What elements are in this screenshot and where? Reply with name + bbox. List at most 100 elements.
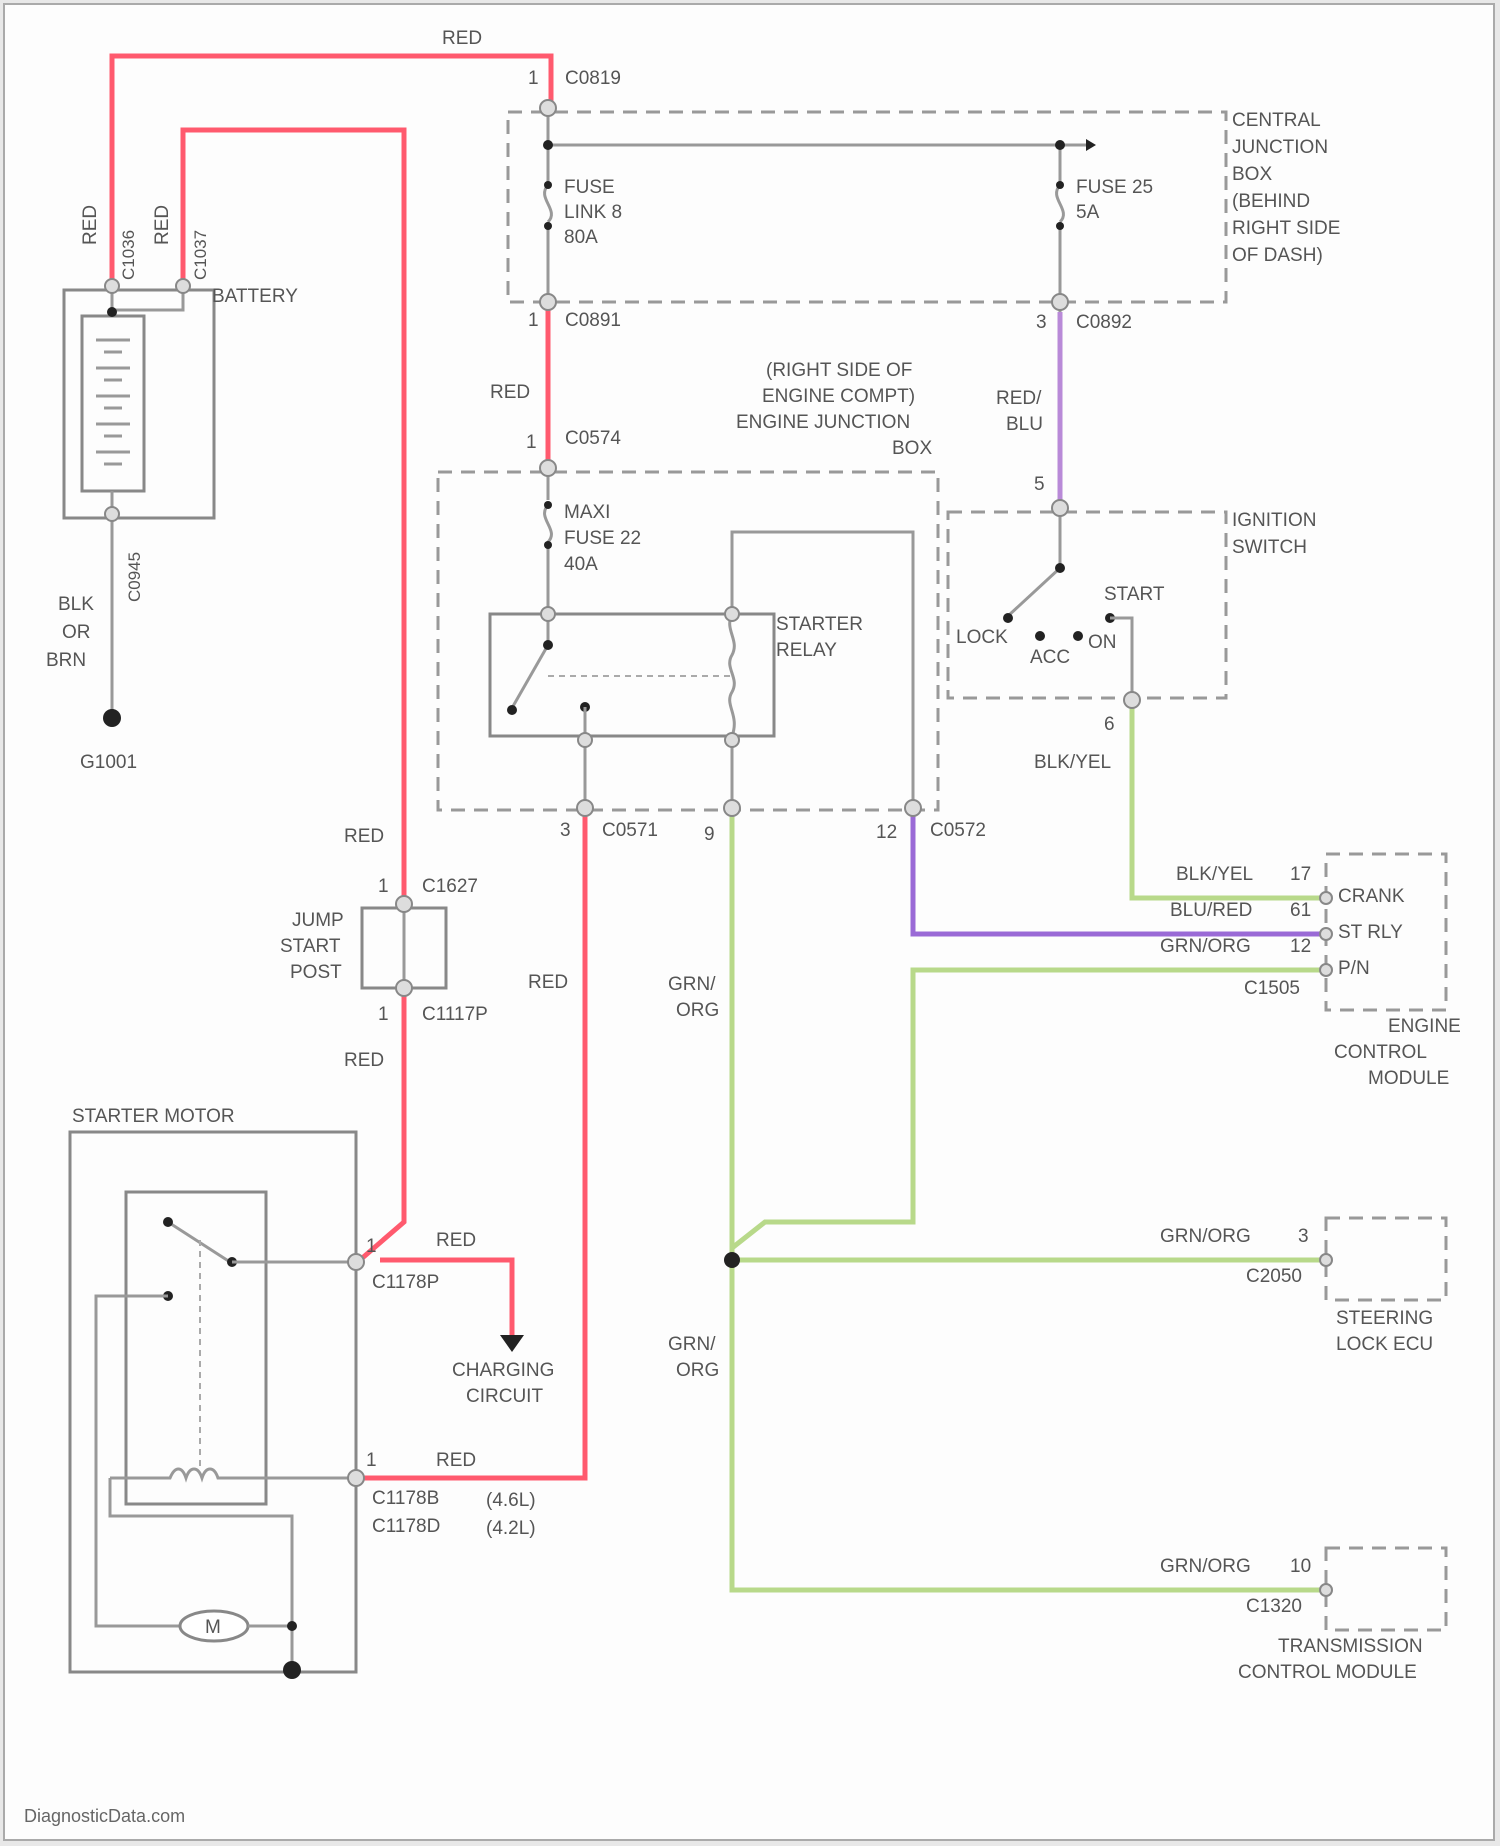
connector-c0945 — [105, 507, 119, 521]
wire-label-blk-yel: BLK/YEL — [1176, 864, 1253, 885]
connector-label-c1627: C1627 — [422, 876, 478, 897]
connector-c1178b — [348, 1470, 364, 1486]
pin-number: 1 — [378, 876, 389, 897]
jump-start-post-label-1: JUMP — [292, 910, 344, 931]
connector-c0892 — [1052, 294, 1068, 310]
relay-terminal — [725, 607, 739, 621]
pin-number: 3 — [560, 820, 571, 841]
engine-junction-box-label-4: BOX — [892, 438, 932, 459]
connector-label-c0571: C0571 — [602, 820, 658, 841]
ecm-crank-label: CRANK — [1338, 886, 1405, 907]
wire-label-red-blu-1: RED/ — [996, 388, 1042, 409]
pin-number: 1 — [366, 1236, 377, 1257]
central-junction-box-label-6: OF DASH) — [1232, 245, 1323, 266]
ignition-acc-label: ACC — [1030, 647, 1070, 668]
wire-label-grn-org-2a: GRN/ — [668, 1334, 716, 1355]
charging-circuit-label-1: CHARGING — [452, 1360, 554, 1381]
pin-number: 1 — [378, 1004, 389, 1025]
starter-motor-label: STARTER MOTOR — [72, 1106, 235, 1127]
fuse-terminal-dot — [544, 181, 552, 189]
ecm-label-2: CONTROL — [1334, 1042, 1427, 1063]
wire-label-red-blu-2: BLU — [1006, 414, 1043, 435]
footer-watermark: DiagnosticData.com — [24, 1806, 185, 1826]
motor-symbol-label: M — [205, 1617, 221, 1638]
ignition-switch-label-2: SWITCH — [1232, 537, 1307, 558]
pin-number: 1 — [528, 68, 539, 89]
connector-c0891 — [540, 294, 556, 310]
steering-lock-label-2: LOCK ECU — [1336, 1334, 1433, 1355]
connector-c1627 — [396, 896, 412, 912]
fuse-25-label-1: FUSE 25 — [1076, 177, 1153, 198]
starter-relay-label-1: STARTER — [776, 614, 863, 635]
pin-number: 1 — [528, 310, 539, 331]
fuse-terminal-dot — [1056, 222, 1064, 230]
connector-label-c0891: C0891 — [565, 310, 621, 331]
charging-circuit-label-2: CIRCUIT — [466, 1386, 543, 1407]
wire-label-red: RED — [490, 382, 530, 403]
ecm-pin-pn — [1320, 964, 1332, 976]
fuse-25-label-2: 5A — [1076, 202, 1100, 223]
connector-label-c1178p: C1178P — [372, 1272, 439, 1293]
wire-label-red: RED — [80, 205, 101, 245]
battery-label: BATTERY — [212, 286, 298, 307]
connector-label-c0574: C0574 — [565, 428, 621, 449]
maxi-fuse-label-1: MAXI — [564, 502, 610, 523]
pin-number: 1 — [366, 1450, 377, 1471]
ignition-start-label: START — [1104, 584, 1165, 605]
steering-lock-label-1: STEERING — [1336, 1308, 1433, 1329]
pin-number: 12 — [1290, 936, 1311, 957]
ignition-acc-contact — [1035, 631, 1045, 641]
ecm-label-1: ENGINE — [1388, 1016, 1461, 1037]
wire-label-grn-org-2b: ORG — [676, 1360, 719, 1381]
connector-label-c1037: C1037 — [191, 230, 210, 280]
wire-label-red: RED — [436, 1230, 476, 1251]
wire-label-red: RED — [344, 1050, 384, 1071]
wire-label-or: OR — [62, 622, 91, 643]
ignition-switch-pivot — [1055, 563, 1065, 573]
relay-terminal — [578, 733, 592, 747]
wire-label-red: RED — [152, 205, 173, 245]
connector-label-c0572: C0572 — [930, 820, 986, 841]
pin-number: 3 — [1036, 312, 1047, 333]
wire-label-red: RED — [442, 28, 482, 49]
ignition-on-contact — [1073, 631, 1083, 641]
wire-label-red: RED — [436, 1450, 476, 1471]
ignition-on-label: ON — [1088, 632, 1117, 653]
connector-c1036 — [105, 279, 119, 293]
relay-switch-pivot — [543, 640, 553, 650]
connector-c1037 — [176, 279, 190, 293]
fuse-link-label-1: FUSE — [564, 177, 615, 198]
wire-label-red: RED — [528, 972, 568, 993]
solenoid-switch-pivot — [163, 1217, 173, 1227]
fuse-terminal-dot — [544, 222, 552, 230]
fuse-terminal-dot — [544, 501, 552, 509]
central-junction-box-label-1: CENTRAL — [1232, 110, 1321, 131]
ignition-lock-label: LOCK — [956, 627, 1008, 648]
engine-variant-4-6l: (4.6L) — [486, 1490, 536, 1511]
connector-label-c1036: C1036 — [119, 230, 138, 280]
ignition-lock-contact — [1003, 613, 1013, 623]
tcm-label-1: TRANSMISSION — [1278, 1636, 1423, 1657]
engine-junction-box-label-2: ENGINE COMPT) — [762, 386, 915, 407]
relay-switch-tip — [507, 705, 517, 715]
pin-number: 3 — [1298, 1226, 1309, 1247]
jump-start-post-label-3: POST — [290, 962, 342, 983]
wire-label-grn-org-1a: GRN/ — [668, 974, 716, 995]
connector-label-c1178d: C1178D — [372, 1516, 440, 1537]
ignition-pin-6 — [1124, 692, 1140, 708]
ecm-st-rly-label: ST RLY — [1338, 922, 1403, 943]
junction-dot — [287, 1621, 297, 1631]
connector-c0572-pin12 — [905, 800, 921, 816]
wire-label-blk: BLK — [58, 594, 94, 615]
fuse-link-label-2: LINK 8 — [564, 202, 622, 223]
connector-c0819 — [540, 100, 556, 116]
connector-label-c0819: C0819 — [565, 68, 621, 89]
engine-junction-box-label-3: ENGINE JUNCTION — [736, 412, 910, 433]
tcm-pin — [1320, 1584, 1332, 1596]
wire-label-grn-org-1b: ORG — [676, 1000, 719, 1021]
connector-c0571 — [577, 800, 593, 816]
connector-label-ecm: C1505 — [1244, 978, 1300, 999]
ecm-pn-label: P/N — [1338, 958, 1370, 979]
